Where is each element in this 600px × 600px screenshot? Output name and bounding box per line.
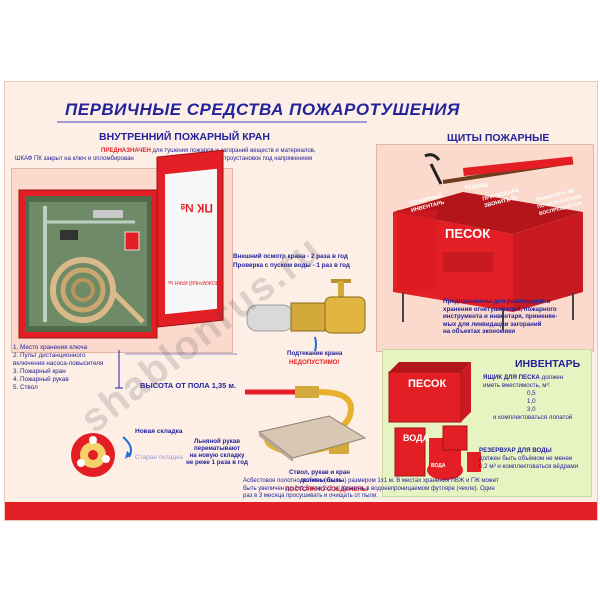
inventory-bucket-label: ВОДА (431, 463, 446, 469)
old-fold-label: Старая складка (135, 454, 183, 461)
bottom-strip (5, 502, 597, 520)
leak-warning: НЕДОПУСТИМО! (289, 359, 340, 366)
hose-reel-icon (71, 433, 132, 477)
legend-item: 5. Ствол (13, 384, 38, 391)
cabinet-door-small: ПОЖАРНЫЙ КРАН № (168, 279, 220, 285)
purpose-keyword: ПРЕДНАЗНАЧЕН (101, 148, 151, 154)
blanket-illustration (257, 415, 367, 462)
svg-text:ПК №: ПК № (180, 201, 213, 215)
shields-heading: ЩИТЫ ПОЖАРНЫЕ (447, 132, 550, 144)
connected-note-2: должны быть (300, 477, 343, 484)
sand-box-description: ЯЩИК ДЛЯ ПЕСКА должен иметь вместимость,… (483, 374, 573, 421)
inspection-line-1: Внешний осмотр крана - 2 раза в год (233, 253, 348, 260)
purpose-text: для тушения пожаров и загораний веществ … (150, 148, 316, 154)
hydrant-heading: ВНУТРЕННИЙ ПОЖАРНЫЙ КРАН (99, 131, 270, 143)
locked-note: ШКАФ ПК закрыт на ключ и опломбирован (15, 156, 134, 162)
fire-shield-illustration (393, 153, 583, 330)
hose-rewind-note: Льняной рукав перематывают на новую скла… (186, 438, 248, 466)
page-title: ПЕРВИЧНЫЕ СРЕДСТВА ПОЖАРОТУШЕНИЯ (65, 100, 460, 119)
hydrant-legend: 1. Место хранения ключа 2. Пульт дистанц… (13, 344, 113, 402)
shields-description: Предназначены для размещения и хранения … (443, 298, 558, 335)
title-underline (57, 121, 367, 123)
connected-note-1: Ствол, рукав и кран (289, 469, 350, 476)
inventory-sand-label: ПЕСОК (408, 378, 447, 390)
height-marker (115, 350, 237, 389)
hydrant-cabinet-illustration: ПК № (18, 149, 224, 339)
shield-sand-label: ПЕСОК (445, 226, 491, 241)
inspection-line-2: Проверка с пуском воды - 1 раз в год (233, 262, 350, 269)
legend-item: 1. Место хранения ключа (13, 344, 88, 351)
valve-illustration (246, 279, 366, 352)
hydrant-purpose-line2: кроме электроустановок под напряжением (193, 156, 313, 162)
poster: ПЕРВИЧНЫЕ СРЕДСТВА ПОЖАРОТУШЕНИЯ ВНУТРЕН… (4, 81, 598, 521)
legend-item: включения насоса-повысителя (13, 360, 104, 367)
inventory-illustration (388, 362, 481, 480)
hydrant-purpose: ПРЕДНАЗНАЧЕН для тушения пожаров и загор… (101, 148, 381, 155)
new-fold-label: Новая складка (135, 428, 183, 435)
height-label: ВЫСОТА ОТ ПОЛА 1,35 м. (140, 381, 237, 390)
inventory-water-label: ВОДА (403, 433, 430, 443)
water-tank-description: РЕЗЕРВУАР ДЛЯ ВОДЫ должен быть объёмом н… (479, 447, 579, 470)
leak-label: Подтекание крана (287, 350, 343, 357)
legend-item: 3. Пожарный кран (13, 368, 66, 375)
connected-warning: ПОСТОЯННО СОЕДИНЕНЫ (285, 486, 369, 493)
inventory-heading: ИНВЕНТАРЬ (515, 358, 581, 370)
legend-item: 4. Пожарный рукав (13, 376, 69, 383)
legend-item: 2. Пульт дистанционного (13, 352, 86, 359)
blanket-description: Асбестовое полотно, войлок (кошма) разме… (243, 478, 499, 499)
